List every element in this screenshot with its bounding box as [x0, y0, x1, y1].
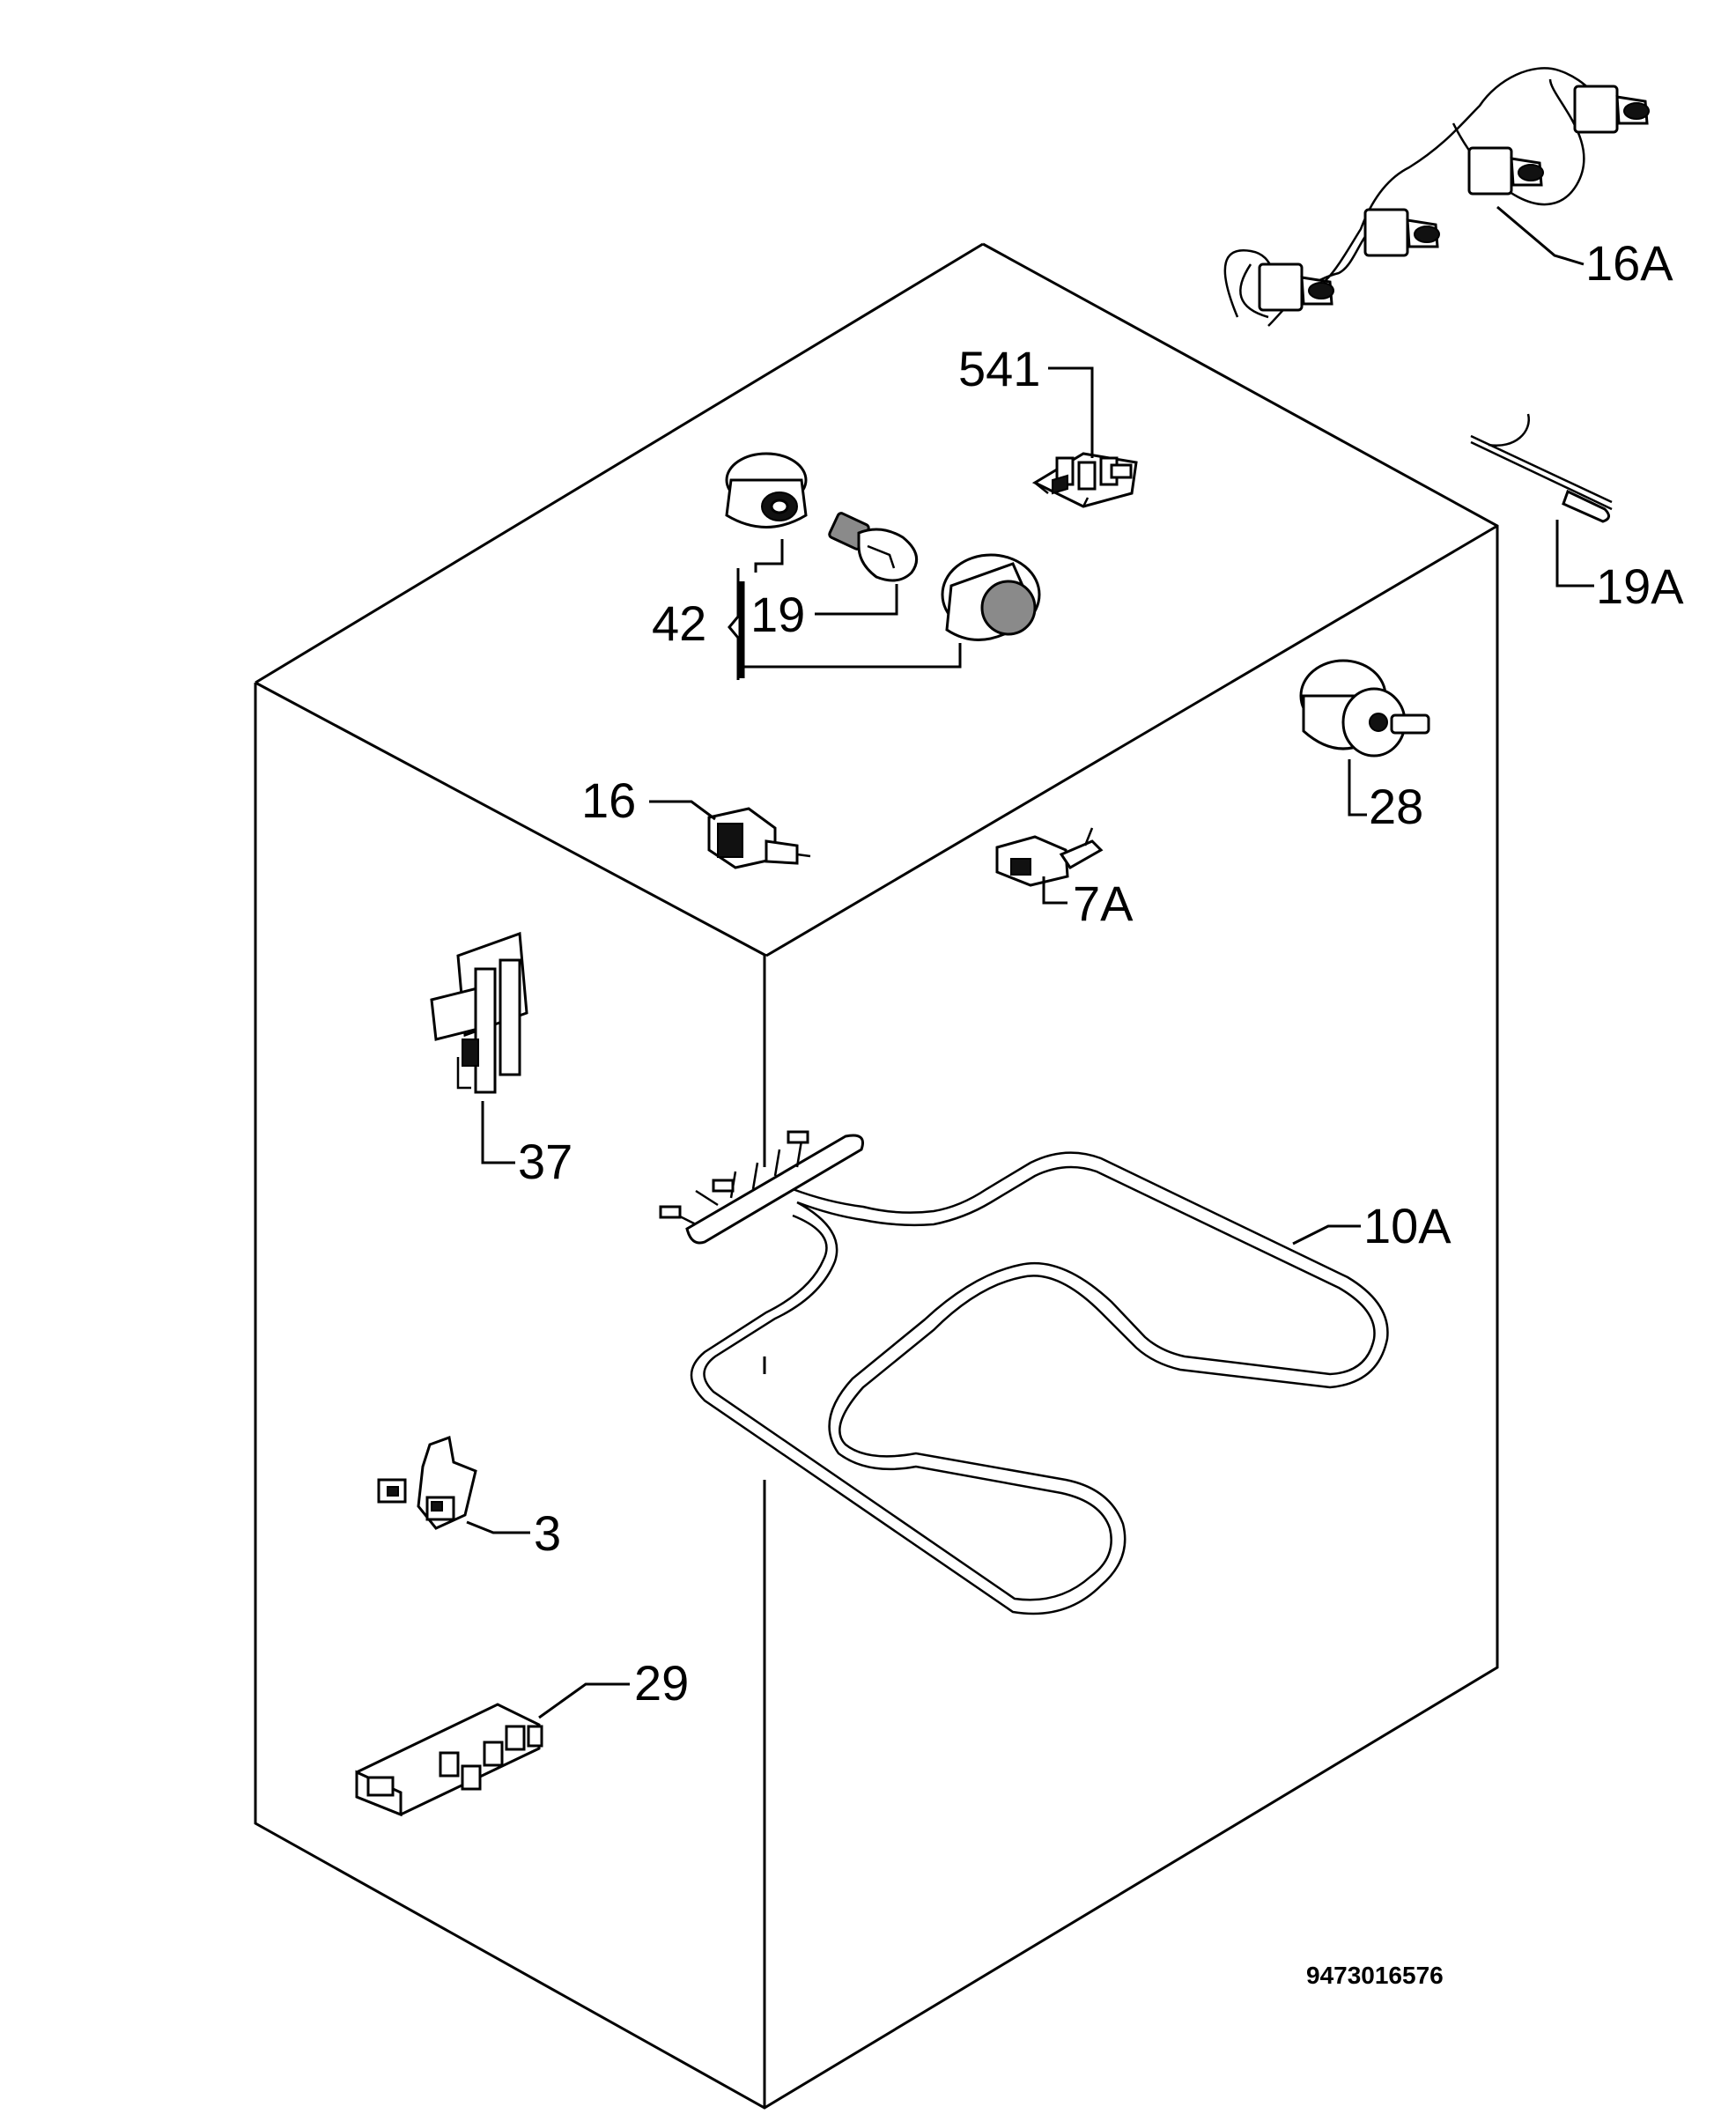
leader-29: [538, 1682, 630, 1719]
switch-assembly-16a: [1223, 67, 1650, 327]
cabinet-outline: [254, 242, 1499, 2110]
label-29: 29: [634, 1655, 689, 1711]
switch-unit-3: [1467, 146, 1544, 196]
bracket-42: [728, 568, 740, 680]
label-19a: 19A: [1596, 558, 1684, 614]
leader-19: [815, 584, 898, 616]
temperature-probe-19a: [1470, 413, 1613, 523]
switch-16: [707, 807, 811, 869]
label-37: 37: [518, 1134, 573, 1189]
terminal-strip-29: [355, 1703, 543, 1817]
label-42: 42: [652, 595, 706, 651]
leader-37: [481, 1101, 515, 1164]
leader-10a: [1292, 1224, 1361, 1245]
leader-28: [1348, 759, 1367, 817]
switch-unit-1: [1258, 262, 1334, 312]
leader-42-top: [754, 539, 784, 573]
connector-3: [377, 1435, 477, 1530]
heating-element-10a: [659, 1130, 1389, 1615]
leader-7a: [1042, 876, 1067, 905]
switch-unit-4: [1573, 85, 1650, 134]
leader-541: [1048, 366, 1094, 458]
terminal-block-541: [1031, 452, 1138, 508]
leader-3: [466, 1520, 530, 1534]
lamp-bulb-19: [828, 512, 919, 582]
label-7a: 7A: [1073, 876, 1134, 931]
microswitch-7a: [995, 827, 1104, 887]
lamp-cover: [941, 553, 1041, 641]
switch-unit-2: [1363, 208, 1440, 257]
document-number: 9473016576: [1306, 1962, 1444, 1989]
leader-42-bottom: [744, 643, 962, 669]
label-10a: 10A: [1363, 1198, 1452, 1253]
label-16a: 16A: [1585, 235, 1673, 291]
leader-19a: [1555, 520, 1594, 588]
leader-16: [649, 800, 716, 821]
label-541: 541: [958, 341, 1040, 396]
knob-28: [1299, 659, 1430, 758]
label-28: 28: [1369, 779, 1423, 834]
lamp-holder: [725, 452, 808, 528]
label-16: 16: [581, 772, 636, 828]
label-19: 19: [750, 587, 805, 642]
label-3: 3: [534, 1505, 561, 1561]
leader-16a: [1496, 205, 1585, 266]
thermostat-37: [430, 931, 528, 1094]
